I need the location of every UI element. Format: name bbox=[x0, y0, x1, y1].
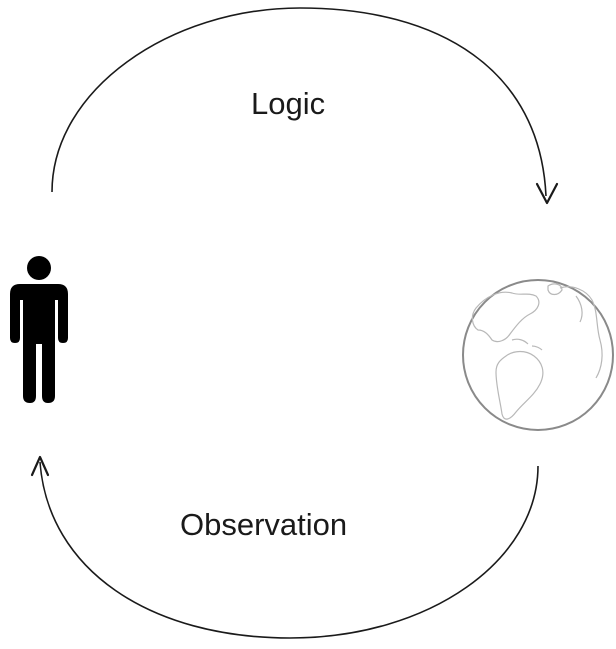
globe-icon bbox=[462, 279, 614, 431]
observation-arc bbox=[39, 461, 539, 639]
logic-arc bbox=[51, 7, 547, 197]
logic-arrowhead bbox=[535, 182, 559, 205]
person-icon bbox=[10, 256, 68, 403]
observation-label: Observation bbox=[180, 507, 348, 542]
logic-label: Logic bbox=[251, 86, 326, 121]
observation-arrowhead bbox=[30, 455, 50, 477]
